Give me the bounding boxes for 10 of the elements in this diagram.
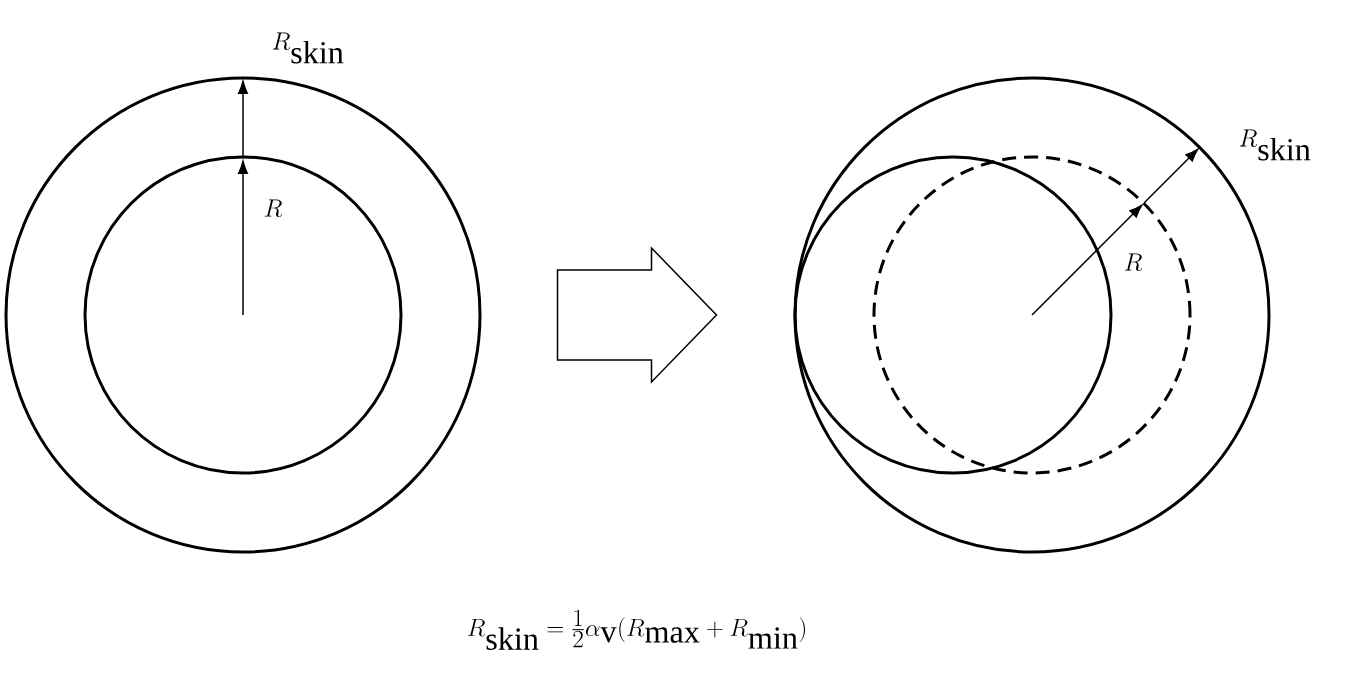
circle xyxy=(872,155,1192,475)
block-arrow xyxy=(556,246,718,384)
radius-label: $R_{\mathrm{skin}}$ xyxy=(272,32,344,64)
formula: $R_{\mathrm{skin}} = \tfrac{1}{2}\alpha_{\mathrm{v}}(R_{\max} + R_{\min})$ xyxy=(467,609,805,650)
radius-label: $R_{\mathrm{skin}}$ xyxy=(1239,129,1311,161)
circle xyxy=(83,155,403,475)
circle xyxy=(793,155,1113,475)
circle xyxy=(4,76,482,554)
radius-label: $R$ xyxy=(1124,253,1143,271)
radius-label: $R$ xyxy=(264,199,283,217)
